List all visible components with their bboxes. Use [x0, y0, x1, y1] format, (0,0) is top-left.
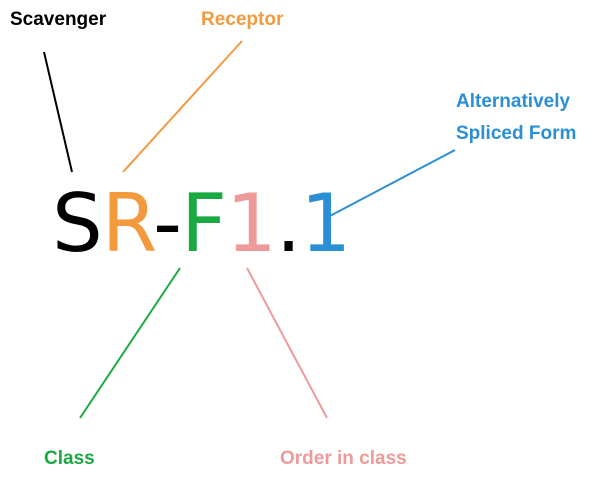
label-receptor: Receptor [201, 9, 284, 30]
code-char-order-number: 1 [226, 177, 277, 270]
label-order-in-class: Order in class [280, 448, 407, 469]
code-char-dash: - [153, 177, 182, 270]
code-char-splice-number: 1 [300, 177, 351, 270]
receptor-connector [122, 40, 243, 173]
label-class: Class [44, 448, 95, 469]
label-scavenger: Scavenger [10, 9, 107, 30]
code-char-s: S [52, 177, 103, 270]
code-char-dot: . [275, 177, 301, 270]
code-char-r: R [101, 177, 154, 270]
label-alternatively: Alternatively [456, 91, 571, 112]
receptor-code: SR-F1.1 [52, 177, 351, 270]
alternatively-spliced-connector [327, 149, 456, 218]
code-char-f: F [181, 177, 227, 270]
scavenger-connector [43, 51, 73, 173]
order-connector [246, 267, 328, 419]
label-spliced-form: Spliced Form [456, 123, 577, 144]
class-connector [79, 267, 181, 419]
